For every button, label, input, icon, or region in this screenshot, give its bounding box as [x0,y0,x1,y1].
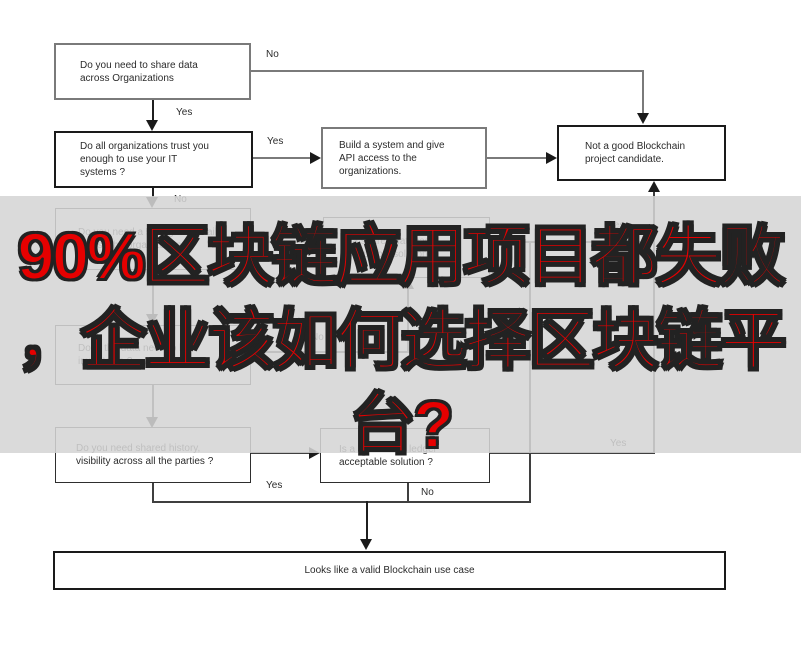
headline-line-1: 90%区块链应用项目都失败 [16,218,786,294]
node-trust: Do all organizations trust you enough to… [54,131,253,188]
node-trust-text: Do all organizations trust you enough to… [80,141,209,178]
node-not-good: Not a good Blockchain project candidate. [557,125,726,181]
connector-ledger-no [407,483,409,503]
arrowhead-down-icon [637,113,649,124]
arrowhead-right-icon [309,447,320,459]
connector-share-no-v [642,70,644,113]
node-build-api-text: Build a system and give API access to th… [339,139,445,177]
edge-label-history-yes: Yes [266,480,283,491]
node-build-api: Build a system and give API access to th… [321,127,487,189]
arrowhead-up-icon [648,181,660,192]
connector-build-to-notgood [487,157,546,159]
connector-share-no-h [251,70,644,72]
connector-trust-no [152,187,154,197]
connector-trust-yes [253,157,310,159]
node-valid-use-case: Looks like a valid Blockchain use case [53,551,726,590]
edge-label-share-yes: Yes [176,107,193,118]
connector-ledger-yes [490,452,655,454]
arrowhead-right-icon [546,152,557,164]
edge-label-trust-yes: Yes [267,136,284,147]
node-share-data: Do you need to share data across Organiz… [54,43,251,100]
connector-history-to-ledger [251,452,309,454]
arrowhead-down-icon [360,539,372,550]
arrowhead-right-icon [310,152,321,164]
connector-history-yes [152,483,154,503]
headline-line-2: ，企业该如何选择区块链平 [16,302,788,378]
connector-share-to-trust [152,99,154,121]
connector-merge-h [152,501,531,503]
edge-label-ledger-no: No [421,487,434,498]
edge-label-share-no: No [266,49,279,60]
node-share-data-text: Do you need to share data across Organiz… [80,59,198,84]
node-not-good-text: Not a good Blockchain project candidate. [585,141,686,165]
arrowhead-down-icon [146,120,158,131]
headline-line-3: 台? [348,386,454,462]
highlight-band [0,196,801,453]
connector-to-valid [366,501,368,539]
node-valid-use-case-text: Looks like a valid Blockchain use case [304,565,475,576]
